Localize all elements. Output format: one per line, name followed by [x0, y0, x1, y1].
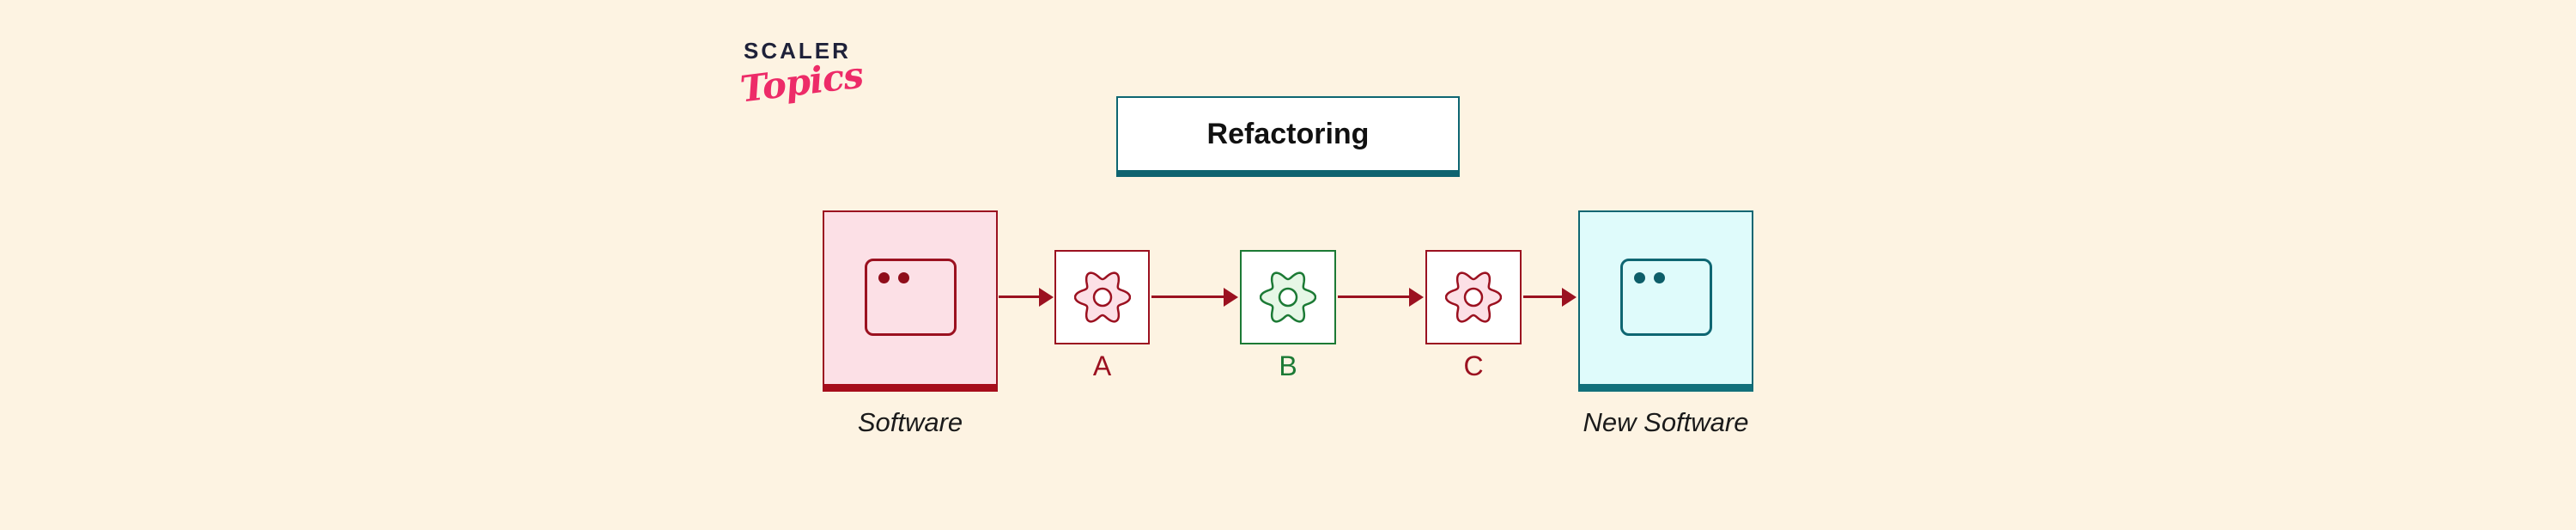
window-dot-icon — [1634, 272, 1645, 283]
window-dot-icon — [1654, 272, 1665, 283]
gear-icon — [1260, 271, 1316, 323]
diagram-title: Refactoring — [1206, 117, 1370, 150]
step-box-c — [1425, 250, 1522, 344]
step-box-a — [1054, 250, 1150, 344]
new-software-box — [1578, 210, 1753, 392]
app-window-icon — [1620, 259, 1712, 336]
arrow-line — [999, 295, 1040, 298]
window-dot-icon — [898, 272, 909, 283]
gear-icon — [1445, 271, 1502, 323]
software-box — [823, 210, 998, 392]
diagram-title-box: Refactoring — [1116, 96, 1460, 177]
arrow-line — [1151, 295, 1224, 298]
arrow-head-icon — [1039, 288, 1054, 307]
arrow-line — [1338, 295, 1410, 298]
step-label-c: C — [1463, 350, 1484, 381]
software-label: Software — [857, 407, 963, 437]
arrow-line — [1523, 295, 1563, 298]
step-label-a: A — [1092, 350, 1112, 381]
app-window-icon — [865, 259, 957, 336]
gear-icon — [1073, 271, 1131, 323]
arrow-head-icon — [1224, 288, 1238, 307]
arrow-head-icon — [1409, 288, 1424, 307]
new-software-label: New Software — [1583, 407, 1749, 437]
step-label-b: B — [1279, 350, 1297, 381]
step-box-b — [1240, 250, 1336, 344]
window-dot-icon — [878, 272, 890, 283]
logo-brand-text: SCALER — [744, 38, 851, 64]
arrow-head-icon — [1562, 288, 1577, 307]
scaler-topics-logo: SCALER Topics — [738, 38, 866, 111]
